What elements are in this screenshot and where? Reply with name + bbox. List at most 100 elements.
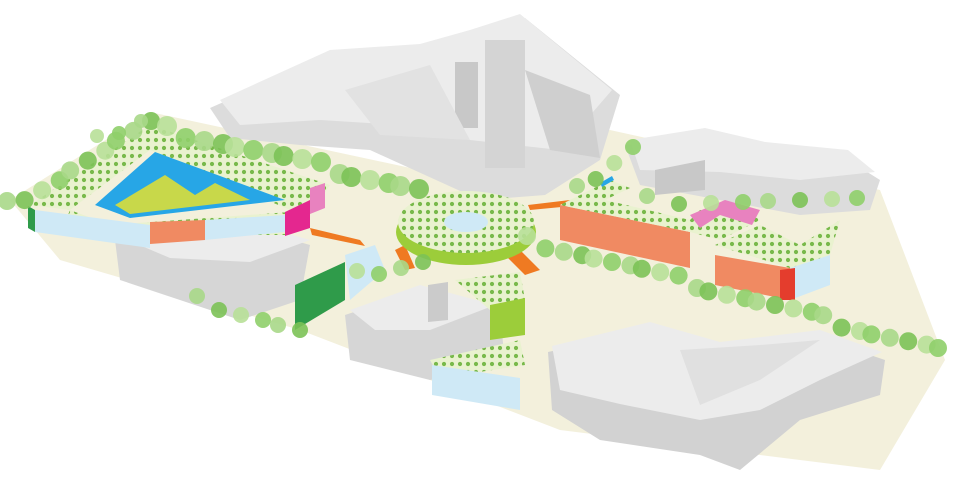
- tree-icon: [606, 155, 623, 171]
- tree-icon: [536, 239, 555, 258]
- bridge-icon: [505, 250, 540, 275]
- tree-icon: [929, 339, 947, 357]
- bridge-icon: [310, 228, 365, 246]
- east-green-roof-block: [560, 176, 840, 300]
- red-facade: [780, 268, 795, 300]
- wing-block: [525, 70, 600, 158]
- light-blue-facade: [345, 245, 385, 300]
- tree-icon: [360, 170, 380, 190]
- tree-icon: [824, 191, 840, 207]
- tree-icon: [371, 266, 387, 282]
- orange-facade: [150, 220, 205, 244]
- roof-ridge: [680, 340, 820, 405]
- tree-icon: [639, 188, 655, 204]
- tree-icon: [233, 307, 249, 323]
- tree-icon: [175, 128, 196, 148]
- building-roof: [350, 285, 495, 330]
- tree-icon: [717, 285, 736, 304]
- green-facade: [490, 298, 525, 340]
- ring-hole: [444, 212, 488, 232]
- tree-icon: [157, 116, 177, 136]
- diagonal-block: [345, 65, 470, 140]
- pink-facade: [310, 183, 325, 214]
- bridge-icon: [395, 245, 415, 270]
- tree-icon: [747, 292, 766, 311]
- tree-icon: [61, 161, 80, 180]
- tree-icon: [349, 263, 365, 279]
- orange-facade: [560, 205, 690, 268]
- tree-icon: [211, 302, 227, 318]
- tree-icon: [134, 114, 148, 128]
- south-east-gray-building: [548, 322, 885, 470]
- tree-icon: [415, 254, 431, 270]
- tree-icon: [142, 112, 160, 130]
- tree-icon: [292, 322, 308, 338]
- central-south-green-blocks: [295, 245, 525, 410]
- tree-icon: [849, 190, 865, 206]
- tree-icon: [409, 179, 429, 199]
- light-blue-facade: [35, 210, 150, 248]
- bridge-icon: [528, 200, 572, 210]
- green-roof: [715, 220, 840, 268]
- tree-icon: [784, 299, 803, 318]
- blue-edge: [600, 176, 614, 187]
- tree-icon: [15, 191, 34, 210]
- tree-icon: [569, 178, 585, 194]
- tree-icon: [632, 259, 651, 278]
- green-facade: [28, 206, 35, 232]
- green-roof: [455, 272, 525, 310]
- tree-icon: [341, 167, 362, 187]
- tree-icon: [862, 325, 881, 344]
- tree-icon: [90, 129, 104, 143]
- tree-icon: [273, 146, 294, 166]
- tree-icon: [814, 306, 833, 325]
- building-icon: [655, 160, 705, 195]
- light-blue-facade: [790, 255, 830, 300]
- tree-icon: [390, 176, 411, 196]
- green-roof: [560, 180, 760, 240]
- tree-icon: [255, 312, 271, 328]
- tree-icon: [292, 149, 313, 169]
- tree-icon: [671, 196, 687, 212]
- light-blue-facade: [205, 215, 285, 240]
- tree-icon: [587, 171, 604, 187]
- light-blue-facade: [432, 365, 520, 410]
- orange-facade: [715, 255, 790, 300]
- tree-icon: [735, 194, 751, 210]
- tree-icon: [699, 282, 718, 301]
- tree-icon: [554, 242, 573, 261]
- tree-icon: [603, 253, 621, 271]
- tree-group: [0, 112, 947, 357]
- tree-icon: [311, 152, 331, 172]
- tree-icon: [832, 318, 851, 337]
- tree-icon: [243, 140, 264, 160]
- green-facade: [295, 262, 345, 330]
- tree-icon: [393, 260, 409, 276]
- tree-icon: [880, 328, 899, 347]
- central-tower-right: [485, 40, 525, 168]
- tree-icon: [651, 263, 670, 282]
- ring-pavilion-icon: [395, 191, 540, 275]
- tree-icon: [899, 332, 918, 351]
- tree-icon: [112, 126, 126, 140]
- tree-icon: [33, 181, 52, 200]
- tree-icon: [518, 227, 536, 245]
- tree-icon: [669, 266, 688, 285]
- tree-icon: [766, 296, 784, 314]
- tree-icon: [0, 192, 16, 210]
- tree-icon: [270, 317, 286, 333]
- building-icon: [428, 282, 448, 322]
- tree-icon: [78, 151, 97, 170]
- tree-icon: [584, 249, 603, 268]
- tree-icon: [189, 288, 205, 304]
- west-green-roof-block: [28, 125, 330, 248]
- tree-icon: [703, 195, 719, 211]
- tree-icon: [792, 192, 808, 208]
- east-gray-buildings: [625, 128, 880, 215]
- central-tower: [455, 62, 478, 128]
- central-gray-complex: [210, 14, 620, 200]
- tree-icon: [194, 131, 215, 151]
- tree-icon: [625, 139, 641, 155]
